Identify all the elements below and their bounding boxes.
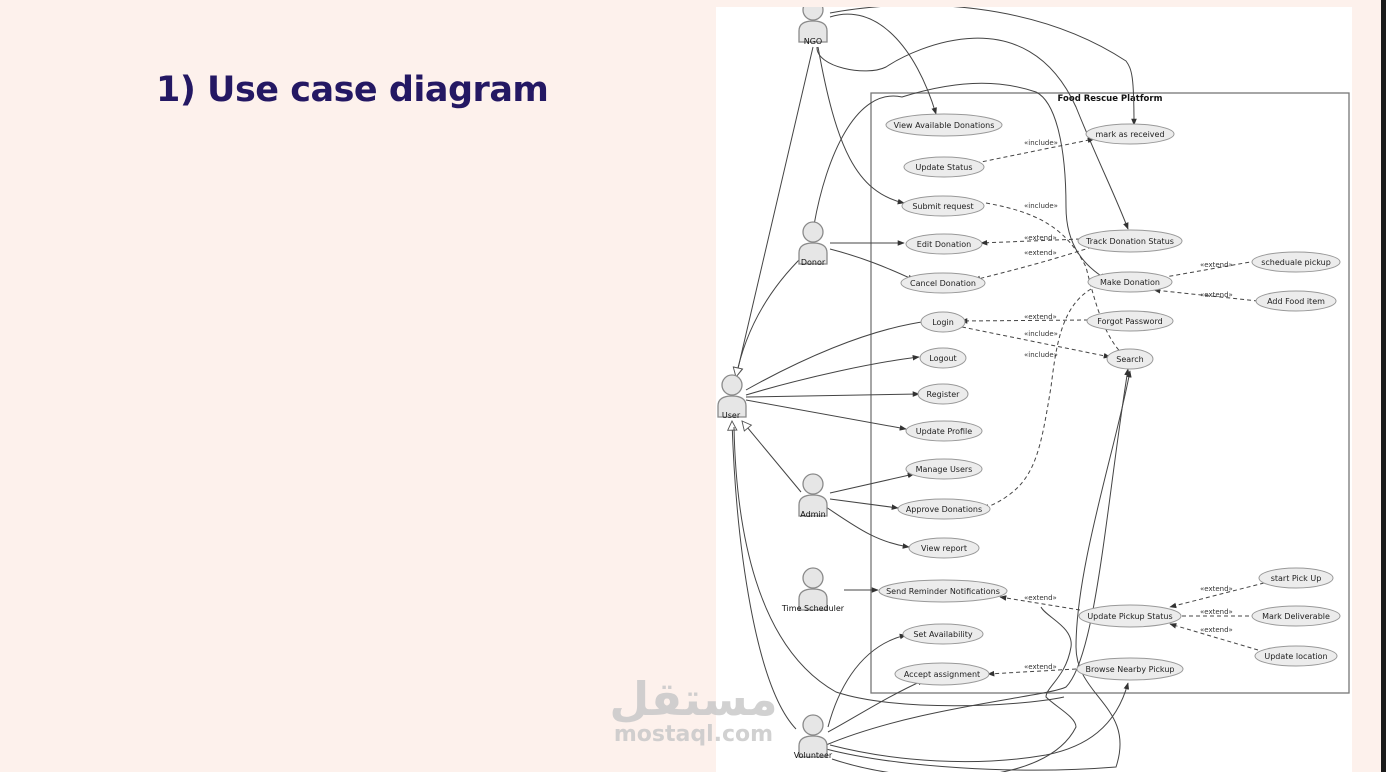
extend-label: «extend» [1200,626,1233,634]
use-case-label: Update Profile [916,427,972,436]
use-case-label: Manage Users [916,465,973,474]
use-case-label: Update location [1264,652,1327,661]
use-case-approve-donations: Approve Donations [897,498,991,520]
use-case-mark-as-received: mark as received [1085,123,1175,145]
extend-label: «extend» [1200,261,1233,269]
use-case-label: scheduale pickup [1261,258,1331,267]
use-case-diagram: Food Rescue Platform [716,7,1352,772]
use-case-view-report: View report [908,537,980,559]
actor-label: Donor [801,258,826,267]
use-case-label: Add Food item [1267,297,1325,306]
extend-label: «extend» [1024,594,1057,602]
extend-label: «extend» [1024,663,1057,671]
system-boundary [870,92,1350,694]
extend-label: «extend» [1200,291,1233,299]
use-case-label: Approve Donations [906,505,982,514]
use-case-label: Search [1116,355,1143,364]
use-case-label: Make Donation [1100,278,1160,287]
generalization-lines [732,46,814,730]
include-label: «include» [1024,202,1058,210]
association-lines [733,7,1137,772]
extend-label: «extend» [1200,585,1233,593]
use-case-label: Submit request [912,202,973,211]
use-case-label: Cancel Donation [910,279,976,288]
watermark-arabic: مستقل [609,672,778,726]
actor-admin: Admin [798,473,828,519]
use-case-forgot-password: Forgot Password [1086,310,1174,332]
slide-title: 1) Use case diagram [156,70,549,110]
use-case-label: Forgot Password [1097,317,1162,326]
use-case-submit-request: Submit request [901,195,985,217]
use-case-mark-deliverable: Mark Deliverable [1251,605,1341,627]
actor-label: NGO [804,37,822,46]
actor-volunteer: Volunteer [794,714,833,760]
use-case-label: Track Donation Status [1085,237,1174,246]
watermark-latin: mostaql.com [613,722,774,747]
use-case-update-status: Update Status [903,156,985,178]
use-case-label: Logout [929,354,956,363]
actor-ngo: NGO [798,7,828,46]
right-edge-bar [1381,0,1386,772]
actor-donor: Donor [798,221,828,267]
use-case-logout: Logout [919,347,967,369]
use-case-accept-assignment: Accept assignment [894,662,990,686]
use-case-update-location: Update location [1254,645,1338,667]
use-case-view-available-donations: View Available Donations [885,113,1003,137]
use-case-label: Login [932,318,954,327]
use-case-label: View report [921,544,967,553]
stereotype-labels: «include» «include» «extend» «extend» «e… [1024,139,1233,671]
use-case-browse-nearby-pickup: Browse Nearby Pickup [1076,657,1184,681]
use-case-start-pick-up: start Pick Up [1258,567,1334,589]
use-case-track-donation-status: Track Donation Status [1077,229,1183,253]
actor-user: User [717,374,747,420]
use-case-label: start Pick Up [1271,574,1322,583]
actor-label: User [722,411,741,420]
use-case-make-donation: Make Donation [1087,271,1173,293]
use-case-scheduale-pickup: scheduale pickup [1251,251,1341,273]
use-case-add-food-item: Add Food item [1255,290,1337,312]
actor-time-scheduler: Time Scheduler [781,567,845,613]
include-label: «include» [1024,351,1058,359]
use-case-label: View Available Donations [894,121,995,130]
use-case-label: Browse Nearby Pickup [1086,665,1175,674]
use-case-label: Update Pickup Status [1087,612,1172,621]
extend-label: «extend» [1024,249,1057,257]
use-case-label: Send Reminder Notifications [886,587,1000,596]
use-case-label: mark as received [1095,130,1164,139]
watermark: مستقل mostaql.com [606,675,781,747]
use-case-cancel-donation: Cancel Donation [900,272,986,294]
use-case-label: Mark Deliverable [1262,612,1330,621]
include-label: «include» [1024,139,1058,147]
extend-label: «extend» [1024,313,1057,321]
actor-label: Time Scheduler [781,604,845,613]
use-case-register: Register [917,383,969,405]
use-case-update-profile: Update Profile [905,420,983,442]
system-title: Food Rescue Platform [1058,94,1163,104]
use-case-label: Accept assignment [904,670,980,679]
use-case-label: Update Status [915,163,972,172]
actor-label: Volunteer [794,751,833,760]
use-case-send-reminder-notifications: Send Reminder Notifications [878,579,1008,603]
dependency-lines [960,137,1265,677]
use-case-label: Set Availability [913,630,973,639]
use-case-login: Login [920,311,966,333]
use-case-edit-donation: Edit Donation [905,233,983,255]
use-case-manage-users: Manage Users [905,458,983,480]
use-case-update-pickup-status: Update Pickup Status [1078,604,1182,628]
use-case-label: Edit Donation [917,240,971,249]
actor-label: Admin [800,510,826,519]
extend-label: «extend» [1024,234,1057,242]
use-case-label: Register [927,390,961,399]
extend-label: «extend» [1200,608,1233,616]
use-case-search: Search [1106,348,1154,370]
include-label: «include» [1024,330,1058,338]
use-case-set-availability: Set Availability [902,623,984,645]
